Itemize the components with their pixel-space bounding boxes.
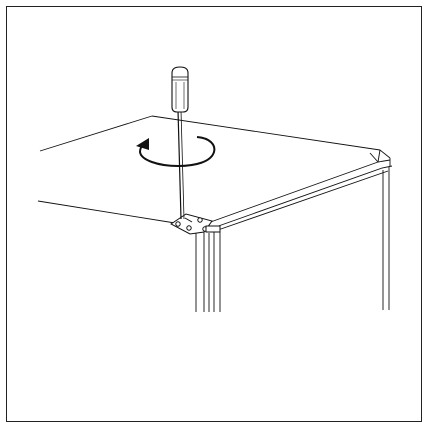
screwdriver-icon xyxy=(171,66,189,220)
frame-border xyxy=(6,6,422,422)
cabinet-right-side xyxy=(382,167,390,310)
rotation-arrow-icon xyxy=(136,136,216,168)
door-top-edge xyxy=(204,149,393,231)
hinge-plate-icon xyxy=(170,213,221,235)
door-left-edge xyxy=(195,228,221,312)
cabinet-top-surface xyxy=(37,115,381,224)
